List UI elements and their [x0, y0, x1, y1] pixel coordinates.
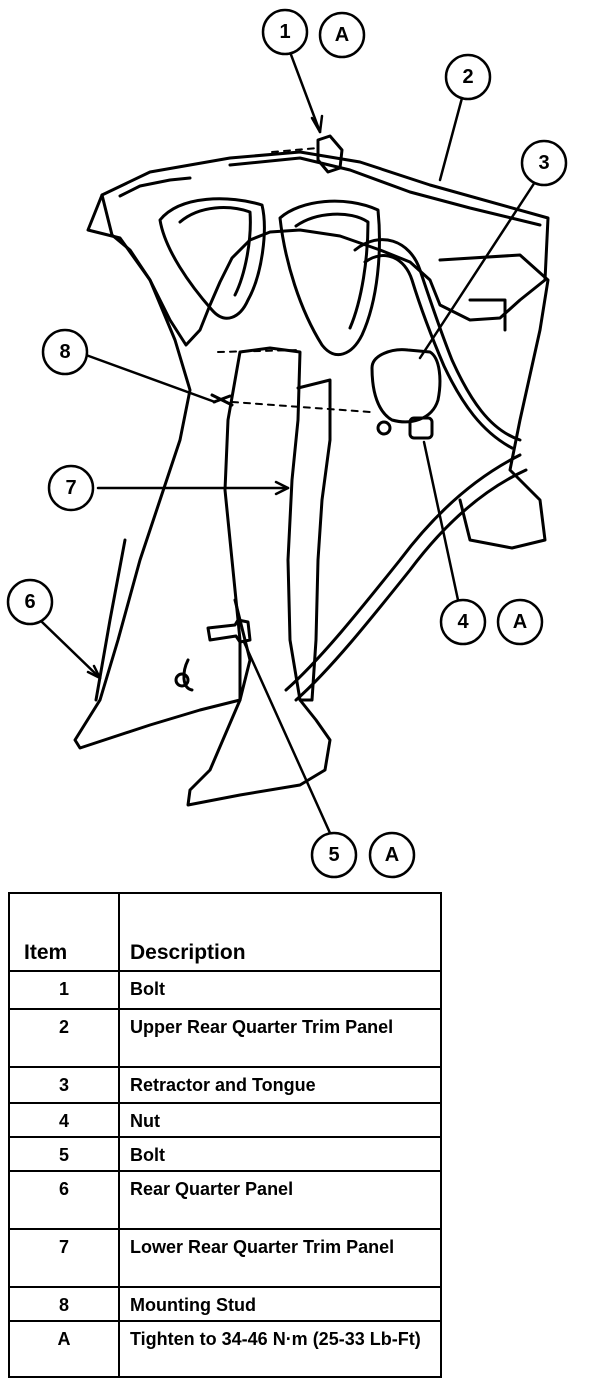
- callout-circle-A4: [496, 598, 544, 646]
- bolt-1-shape: [316, 134, 344, 174]
- diagram-svg: 1 A 2 3 8 7 6 4 A 5 A: [6, 8, 568, 879]
- legend-header-item: Item: [8, 892, 120, 972]
- callout-circle-A5: [368, 831, 416, 879]
- callouts: [6, 8, 568, 879]
- leader-line-5: [242, 640, 332, 835]
- legend-item-cell: 4: [8, 1102, 120, 1138]
- legend-item-cell: 5: [8, 1136, 120, 1172]
- legend-desc-cell: Nut: [118, 1102, 442, 1138]
- exploded-view-diagram: 1 A 2 3 8 7 6 4 A 5 A: [6, 8, 568, 879]
- callout-label-A1: A: [335, 24, 349, 46]
- callout-label-3: 3: [538, 152, 549, 174]
- legend-desc-cell: Mounting Stud: [118, 1286, 442, 1322]
- legend-header-description: Description: [118, 892, 442, 972]
- leader-line-6: [40, 620, 102, 680]
- legend-desc-cell: Lower Rear Quarter Trim Panel: [118, 1228, 442, 1288]
- callout-label-4: 4: [457, 611, 469, 633]
- callout-circle-5: [310, 831, 358, 879]
- legend-item-cell: 6: [8, 1170, 120, 1230]
- seat-belt-webbing: [353, 238, 522, 442]
- table-row: 3 Retractor and Tongue: [8, 1066, 442, 1104]
- leader-line-1: [288, 50, 322, 134]
- table-row: 5 Bolt: [8, 1136, 442, 1172]
- legend-item-cell: A: [8, 1320, 120, 1378]
- legend-item-cell: 3: [8, 1066, 120, 1104]
- callout-circle-7: [47, 464, 95, 512]
- legend-item-cell: 1: [8, 970, 120, 1010]
- table-row: A Tighten to 34-46 N·m (25-33 Lb-Ft): [8, 1320, 442, 1378]
- callout-label-A5: A: [385, 844, 399, 866]
- legend-desc-cell: Upper Rear Quarter Trim Panel: [118, 1008, 442, 1068]
- lower-trim-panel-shape: [186, 346, 332, 807]
- callout-label-5: 5: [328, 844, 339, 866]
- table-row: 2 Upper Rear Quarter Trim Panel: [8, 1008, 442, 1068]
- legend-desc-cell: Rear Quarter Panel: [118, 1170, 442, 1230]
- callout-circle-1: [261, 8, 309, 56]
- legend-desc-cell: Tighten to 34-46 N·m (25-33 Lb-Ft): [118, 1320, 442, 1378]
- left-window-opening: [158, 197, 266, 320]
- leader-line-8: [84, 353, 217, 404]
- table-row: 4 Nut: [8, 1102, 442, 1138]
- callout-label-2: 2: [462, 66, 473, 88]
- legend-desc-cell: Retractor and Tongue: [118, 1066, 442, 1104]
- rear-quarter-panel-shape: [73, 193, 252, 750]
- legend-table: Item Description 1 Bolt 2 Upper Rear Qua…: [8, 892, 442, 1378]
- callout-label-1: 1: [279, 21, 290, 43]
- legend-header-row: Item Description: [8, 892, 442, 972]
- nut-shape: [408, 416, 434, 440]
- callout-circle-2: [444, 53, 492, 101]
- right-window-opening: [278, 199, 381, 357]
- legend-desc-cell: Bolt: [118, 970, 442, 1010]
- legend-item-cell: 2: [8, 1008, 120, 1068]
- callout-label-A4: A: [513, 611, 527, 633]
- legend-item-cell: 8: [8, 1286, 120, 1322]
- leader-line-2: [438, 96, 464, 182]
- callout-label-6: 6: [24, 591, 35, 613]
- table-row: 6 Rear Quarter Panel: [8, 1170, 442, 1230]
- legend-item-cell: 7: [8, 1228, 120, 1288]
- center-pillar: [296, 378, 332, 702]
- callout-label-7: 7: [65, 477, 76, 499]
- table-row: 8 Mounting Stud: [8, 1286, 442, 1322]
- callout-circle-8: [41, 328, 89, 376]
- retractor-body: [370, 348, 442, 424]
- legend-desc-cell: Bolt: [118, 1136, 442, 1172]
- table-row: 1 Bolt: [8, 970, 442, 1010]
- callout-label-8: 8: [59, 341, 70, 363]
- mounting-stud-shape: [210, 393, 234, 407]
- quarter-belt-strip: [284, 453, 522, 692]
- table-row: 7 Lower Rear Quarter Trim Panel: [8, 1228, 442, 1288]
- callout-circle-3: [520, 139, 568, 187]
- leader-line-3: [418, 180, 537, 360]
- leader-line-4: [422, 440, 460, 602]
- bolt-5-shape: [206, 618, 252, 644]
- callout-circle-4: [439, 598, 487, 646]
- stud-dashed-line: [217, 349, 301, 353]
- callout-circle-A1: [318, 11, 366, 59]
- callout-circle-6: [6, 578, 54, 626]
